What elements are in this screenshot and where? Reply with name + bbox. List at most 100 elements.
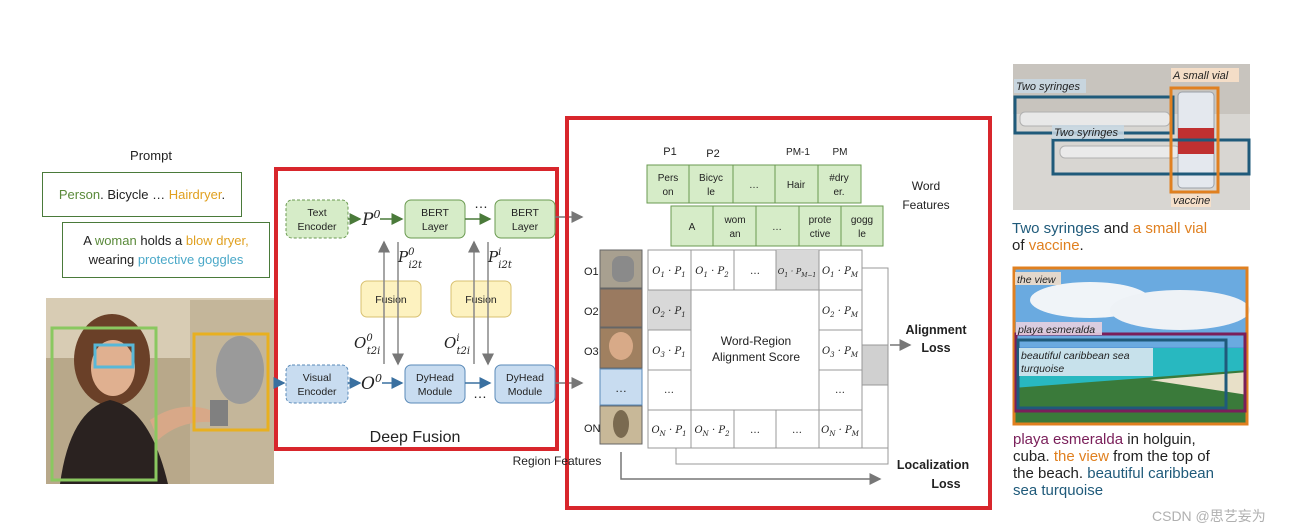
alignment-frame: [565, 116, 992, 510]
pl1-seg-0: Person: [58, 187, 101, 202]
pl3-seg-1: protective goggles: [137, 252, 244, 267]
o0-symbol: O0: [361, 372, 382, 394]
pl1-seg-3: .: [221, 187, 226, 202]
img2-label-view: the view: [1017, 274, 1057, 286]
ellipsis-top: …: [474, 195, 488, 211]
bbox-syringe-2: [1051, 138, 1251, 176]
bbox-person: [50, 326, 158, 482]
p-label-2: P2: [706, 148, 719, 160]
word-token-row-1: [646, 164, 862, 204]
bbox-vial: [1169, 86, 1220, 194]
prompt-title: Prompt: [130, 148, 172, 163]
p-label-1: P1: [663, 146, 676, 158]
beach-photo: [1013, 267, 1250, 425]
p0-symbol: P0: [361, 208, 380, 230]
token-hair: Hair: [787, 180, 806, 191]
bbox-goggles: [93, 343, 135, 369]
dyhead-module-1: [404, 364, 466, 404]
prompt-box-1: Person. Bicycle … Hairdryer.: [42, 172, 242, 217]
loss-side-cell: [861, 344, 889, 386]
cap1-seg-4: vaccine: [1028, 237, 1080, 254]
bert-layer-2: [494, 199, 556, 239]
bbox-hairdryer: [192, 332, 270, 432]
pl3-seg-0: wearing: [88, 252, 138, 267]
cap1-seg-5: .: [1079, 237, 1084, 254]
woman-photo: [46, 298, 274, 484]
fusion-2-label: Fusion: [465, 294, 497, 306]
token-a: A: [689, 222, 696, 233]
p-label-m-1: PM-1: [786, 147, 810, 158]
cap2-seg-1: in holguin, cuba.: [1013, 431, 1196, 465]
pl2-seg-1: woman: [94, 233, 137, 248]
cap2-seg-0: playa esmeralda: [1013, 431, 1124, 448]
cap1-seg-2: a small vial: [1132, 220, 1208, 237]
cap2-seg-2: the view: [1053, 448, 1109, 465]
region-ellipsis: …: [615, 381, 627, 395]
fusion-1-label: Fusion: [375, 294, 407, 306]
token-ellipsis-2: …: [772, 222, 782, 233]
deep-fusion-title: Deep Fusion: [370, 429, 461, 446]
fusion-box-1: [360, 280, 422, 318]
prompt-line-3: wearing protective goggles: [63, 250, 269, 269]
word-token-row-2: [670, 205, 884, 247]
cap1-seg-3: of: [1012, 237, 1025, 254]
ellipsis-bottom: …: [473, 385, 487, 401]
cap1-seg-1: and: [1099, 220, 1133, 237]
o-label-1: O1: [584, 266, 599, 278]
visual-encoder-box: [285, 364, 349, 404]
watermark: CSDN @思艺妄为: [1152, 508, 1266, 524]
img1-label-syringes-2: Two syringes: [1054, 127, 1118, 139]
pl1-seg-1: . Bicycle …: [100, 187, 169, 202]
prompt-line-1: Person. Bicycle … Hairdryer.: [59, 187, 225, 202]
pl2-seg-2: holds a: [136, 233, 186, 248]
dyhead-module-2: [494, 364, 556, 404]
img1-label-vaccine: vaccine: [1173, 195, 1210, 207]
caption-vaccine: Two syringes and a small vial of vaccine…: [1012, 220, 1252, 254]
bbox-playa: [1014, 332, 1247, 413]
cap2-seg-4: beautiful caribbean sea turquoise: [1013, 465, 1214, 499]
prompt-box-2: A woman holds a blow dryer, wearing prot…: [62, 222, 270, 278]
o-label-3: O3: [584, 346, 599, 358]
region-thumbnails: [599, 249, 643, 445]
img2-label-playa: playa esmeralda: [1017, 324, 1095, 336]
svg-text:…: …: [664, 385, 674, 396]
pl2-seg-0: A: [83, 233, 95, 248]
pl1-seg-2: Hairdryer: [168, 187, 222, 202]
svg-text:…: …: [835, 385, 845, 396]
o-label-2: O2: [584, 306, 599, 318]
cap1-seg-0: Two syringes: [1012, 220, 1100, 237]
img1-label-vial: A small vial: [1172, 70, 1229, 82]
bbox-sea: [1016, 338, 1228, 410]
token-ellipsis-1: …: [749, 180, 759, 191]
o-label-n: ON: [584, 423, 601, 435]
p-label-m: PM: [833, 147, 848, 158]
cap2-seg-3: from the top of the beach.: [1013, 448, 1210, 482]
fusion-box-2: [450, 280, 512, 318]
caption-beach: playa esmeralda in holguin, cuba. the vi…: [1013, 431, 1253, 499]
pl2-seg-3: blow dryer,: [185, 233, 249, 248]
svg-text:…: …: [750, 266, 760, 277]
deep-fusion-frame: [274, 167, 559, 451]
svg-text:…: …: [792, 425, 802, 436]
